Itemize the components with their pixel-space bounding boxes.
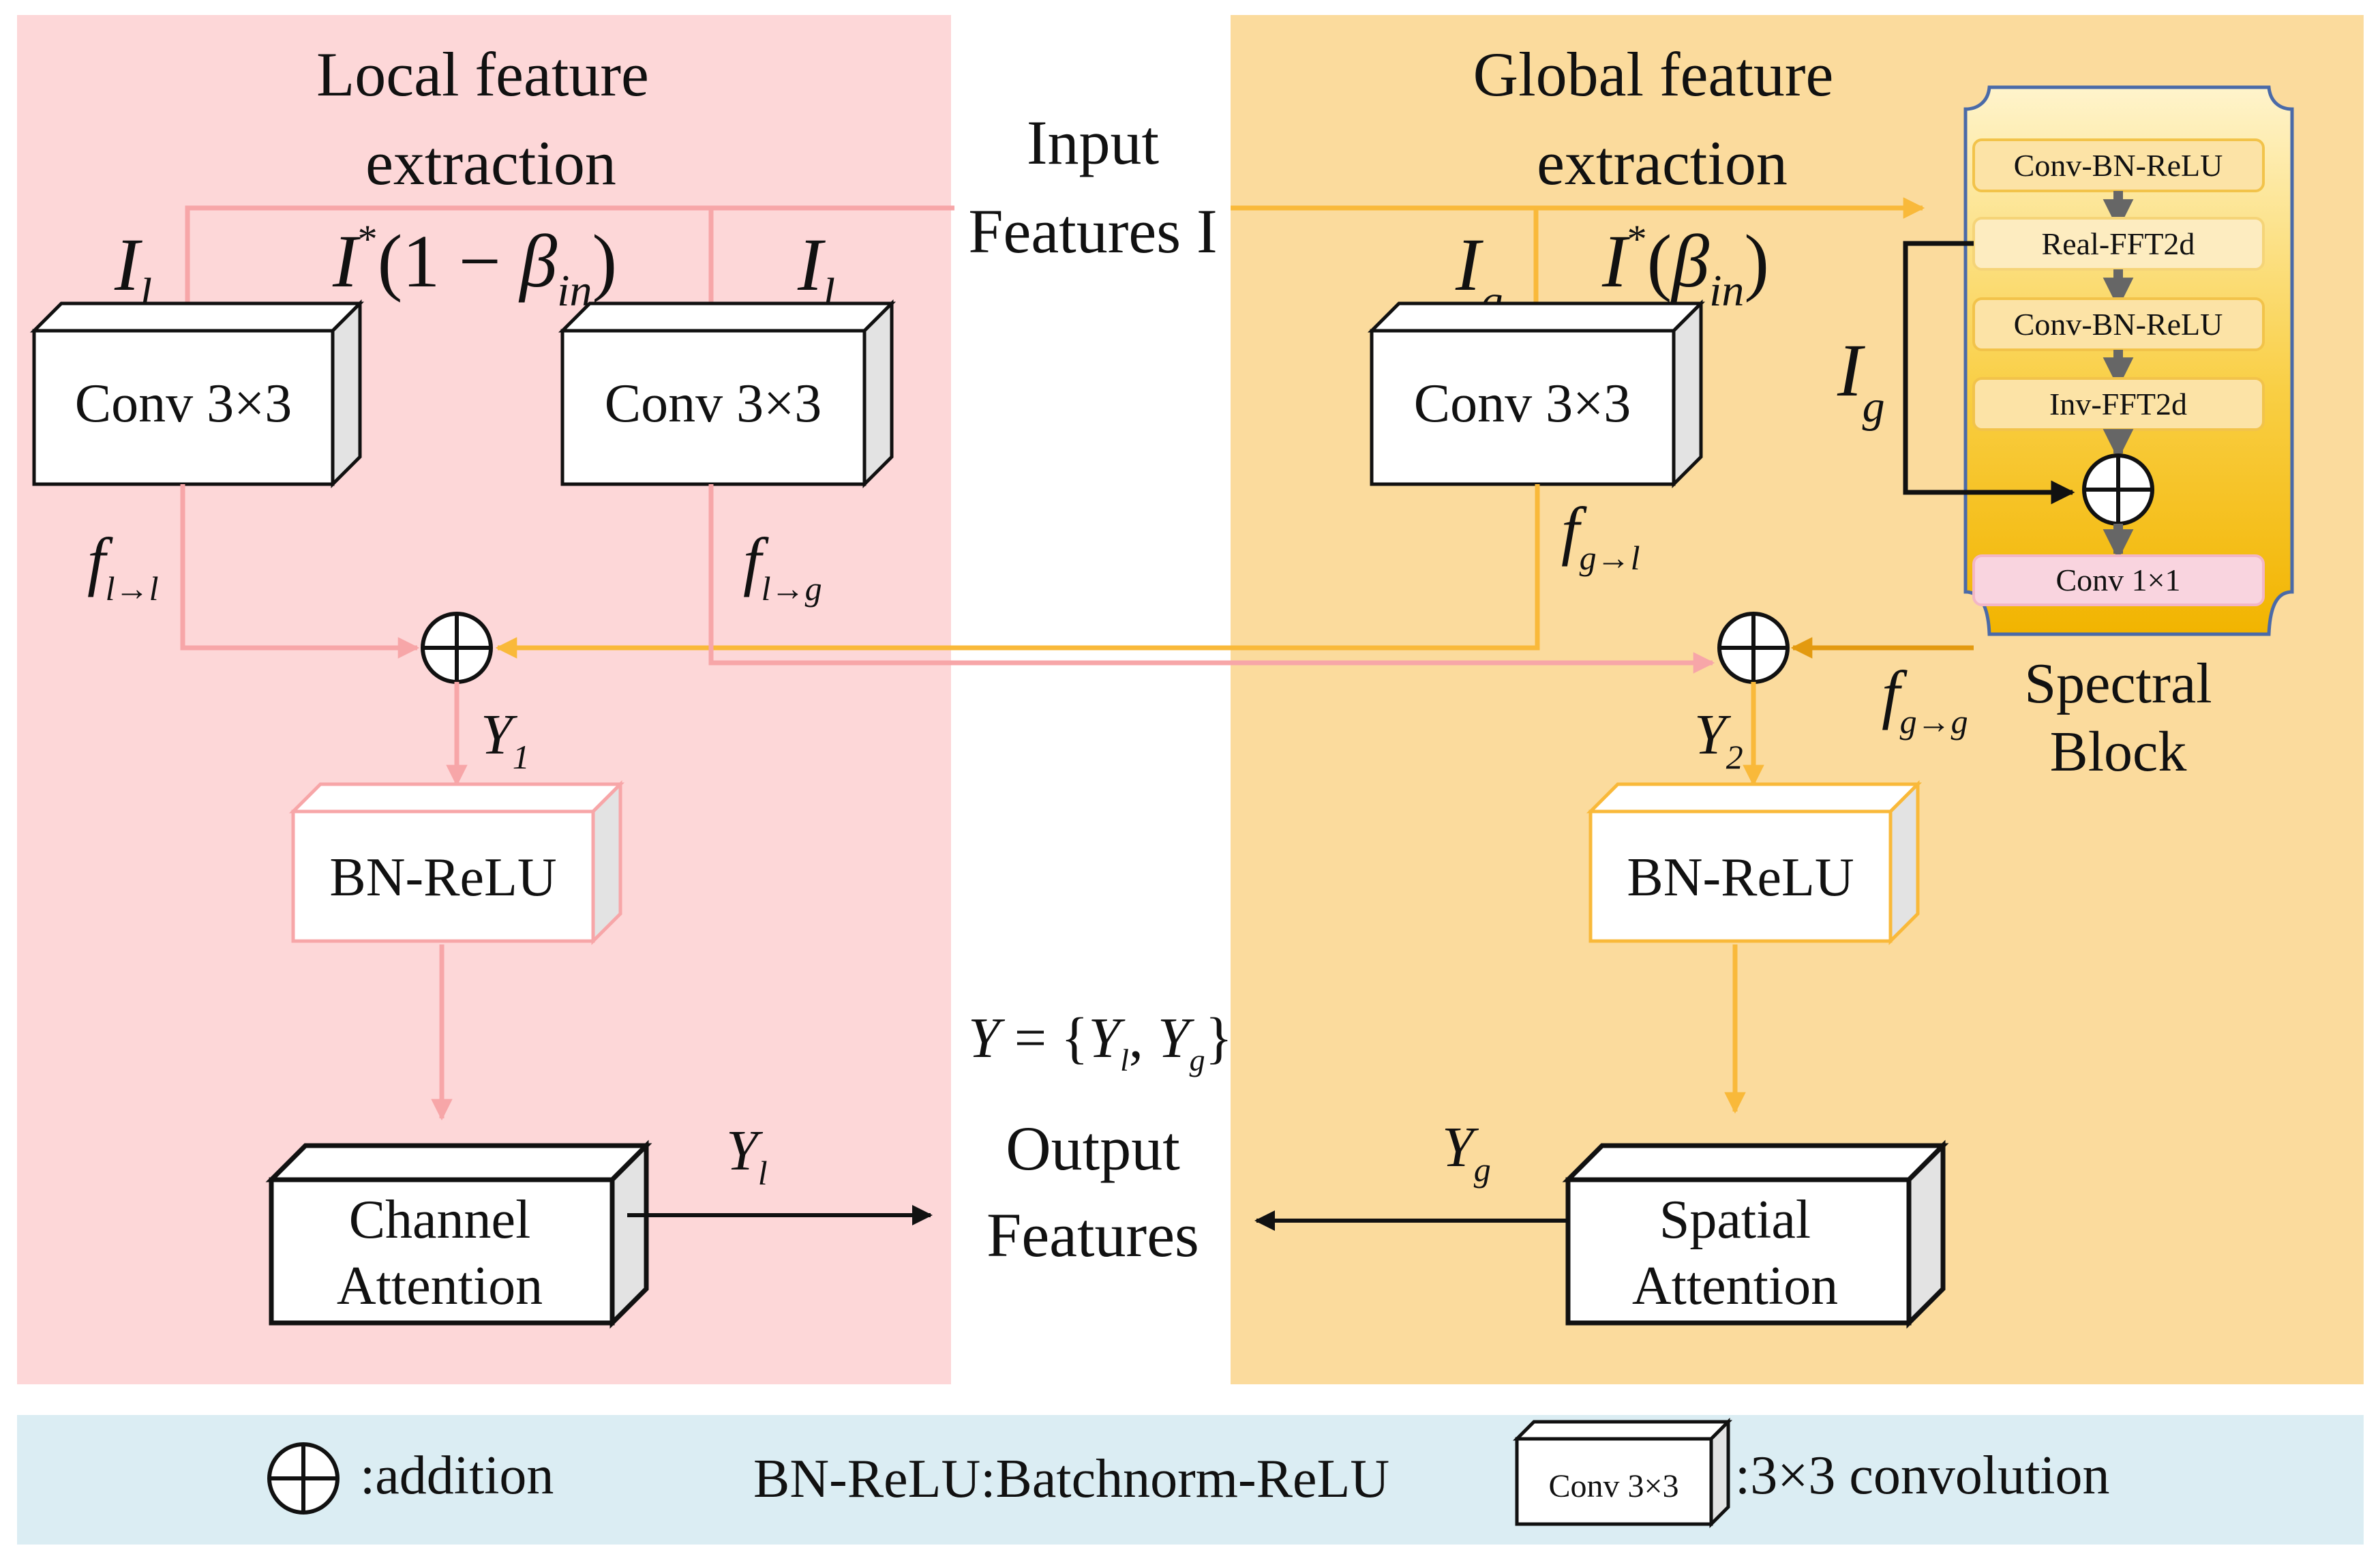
label-f-l-to-g: fl→g [743, 524, 822, 608]
channel-attention-box: Channel Attention [265, 1139, 652, 1329]
spectral-step1-label: Conv-BN-ReLU [2014, 148, 2223, 183]
spectral-step4-label: Inv-FFT2d [2049, 387, 2187, 421]
flow-f-l-to-g [708, 484, 1715, 674]
spectral-skip-ig [1903, 241, 2075, 505]
addition-node-global [1717, 612, 1790, 684]
conv-global-label: Conv 3×3 [1414, 374, 1631, 434]
flow-f-g-to-l [495, 484, 1540, 659]
label-y1: Y1 [481, 703, 530, 776]
global-title-line1: Global feature [1473, 40, 1834, 109]
input-features-line1: Input [1027, 108, 1160, 177]
spectral-step3-label: Conv-BN-ReLU [2014, 307, 2223, 342]
legend-panel [17, 1415, 2364, 1545]
output-features-line2: Features [986, 1200, 1199, 1270]
conv-box-mid: Conv 3×3 [558, 299, 897, 489]
legend-bn-relu-label: BN-ReLU:Batchnorm-ReLU [753, 1449, 1389, 1509]
legend-addition-label: :addition [360, 1446, 554, 1506]
label-yg: Yg [1442, 1116, 1491, 1189]
spatial-attention-line2: Attention [1632, 1256, 1838, 1316]
spectral-step-conv-1x1 [1972, 554, 2265, 606]
bn-relu-box-left: BN-ReLU [288, 779, 625, 946]
bn-relu-left-label: BN-ReLU [329, 848, 556, 908]
output-features-line1: Output [1006, 1114, 1180, 1183]
spatial-attention-line1: Spatial [1659, 1190, 1811, 1250]
channel-attention-line1: Channel [349, 1190, 531, 1250]
label-i-one-minus-beta: I*(1 − βin) [332, 217, 617, 316]
legend-addition-icon [267, 1442, 340, 1515]
spectral-caption-line1: Spectral [2024, 652, 2212, 715]
bn-relu-box-right: BN-ReLU [1586, 779, 1923, 946]
local-title-line2: extraction [365, 128, 616, 198]
label-i-beta: I*(βin) [1601, 217, 1769, 316]
legend-conv-box-label: Conv 3×3 [1548, 1468, 1678, 1504]
spectral-block: Conv-BN-ReLU Real-FFT2d Conv-BN-ReLU Inv… [1903, 85, 2294, 636]
local-title-line1: Local feature [316, 40, 649, 109]
legend-conv-desc: :3×3 convolution [1735, 1446, 2110, 1506]
bn-relu-right-label: BN-ReLU [1627, 848, 1854, 908]
conv-box-left: Conv 3×3 [29, 299, 365, 489]
conv-left-label: Conv 3×3 [75, 374, 292, 434]
flow-f-l-to-l [180, 484, 420, 659]
conv-box-global: Conv 3×3 [1367, 299, 1706, 489]
conv-mid-label: Conv 3×3 [605, 374, 822, 434]
channel-attention-line2: Attention [337, 1256, 543, 1316]
addition-node-local [421, 612, 493, 684]
input-features-line2: Features I [968, 196, 1217, 266]
output-formula: Y = {Yl, Yg} [968, 1007, 1233, 1077]
spectral-addition-node [2082, 453, 2154, 526]
label-y2: Y2 [1694, 703, 1743, 776]
spectral-step5-label: Conv 1×1 [2055, 563, 2180, 597]
legend-conv-box: Conv 3×3 [1512, 1417, 1733, 1529]
label-ig-spectral: Ig [1837, 329, 1885, 432]
spatial-attention-box: Spatial Attention [1562, 1139, 1949, 1329]
label-il-right: Il [797, 223, 835, 319]
global-title-line2: extraction [1537, 128, 1788, 198]
label-yl: Yl [726, 1119, 768, 1192]
spectral-caption-line2: Block [2050, 720, 2187, 784]
spectral-step2-label: Real-FFT2d [2042, 226, 2195, 261]
